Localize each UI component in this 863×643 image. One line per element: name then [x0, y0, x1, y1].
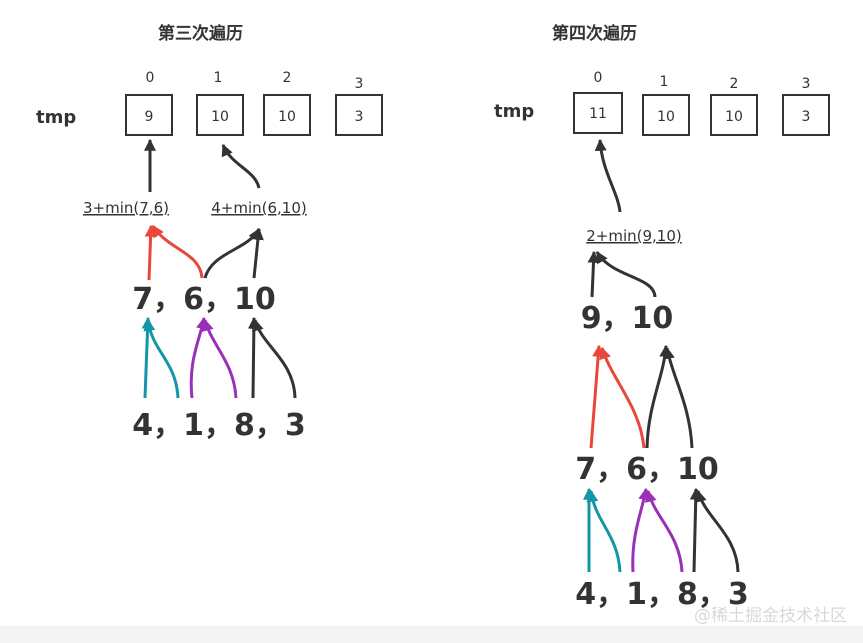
left-title: 第三次遍历 [158, 23, 243, 44]
right-cell-3-value: 3 [802, 109, 811, 125]
right-cell-0-box [573, 92, 623, 134]
left-cell-2-value: 10 [278, 109, 296, 125]
right-arrow-3-to-10 [694, 489, 740, 573]
right-formula-1: 2+min(9,10) [586, 227, 682, 245]
left-cell-1-value: 10 [211, 109, 229, 125]
right-arrow-formula-to-cell0 [594, 138, 622, 213]
right-panel: 第四次遍历 tmp 0 1 2 3 11 10 10 3 2+min(9,10)… [494, 23, 830, 612]
left-index-1: 1 [214, 70, 223, 86]
left-cell-3-value: 3 [355, 109, 364, 125]
right-index-0: 0 [594, 70, 603, 86]
right-tmp-label: tmp [494, 101, 534, 122]
right-cell-1-box [642, 94, 690, 136]
left-row-bottom: 4，1，8，3 [132, 408, 306, 443]
left-row-mid: 7，6，10 [132, 282, 276, 317]
left-arrow-10-to-formula2 [251, 227, 264, 279]
right-arrow-6-to-10 [645, 344, 672, 449]
left-tmp-label: tmp [36, 107, 76, 128]
left-arrow-3-to-10 [252, 318, 297, 399]
left-arrow-formula2-to-cell1 [221, 143, 261, 189]
left-arrow-8-to-10 [247, 316, 260, 399]
right-arrow-8-to-10 [689, 487, 702, 573]
right-index-1: 1 [660, 74, 669, 90]
right-cell-3-box [782, 94, 830, 136]
left-formula-1: 3+min(7,6) [83, 199, 169, 217]
right-index-2: 2 [730, 76, 739, 92]
left-index-2: 2 [283, 70, 292, 86]
left-arrow-6-to-formula2 [203, 227, 261, 279]
right-arrow-9-to-formula [587, 250, 600, 298]
right-row-bottom: 4，1，8，3 [575, 577, 749, 612]
right-cell-2-box [710, 94, 758, 136]
left-arrow-6-to-formula1 [151, 224, 204, 279]
left-cell-0-value: 9 [145, 109, 154, 125]
right-row-top: 9，10 [581, 301, 674, 336]
left-index-3: 3 [355, 76, 364, 92]
left-arrow-8-to-6 [202, 318, 238, 399]
left-cell-1-box [196, 94, 244, 136]
left-cell-2-box [263, 94, 311, 136]
right-arrow-8-to-6 [644, 489, 684, 573]
left-arrow-7-to-formula1 [144, 224, 157, 281]
right-arrow-10-to-formula [595, 250, 657, 298]
right-cell-2-value: 10 [725, 109, 743, 125]
right-arrow-1-to-7 [586, 489, 622, 573]
right-arrow-1-to-6 [631, 487, 651, 573]
left-arrow-1-to-6 [189, 316, 208, 399]
left-index-0: 0 [146, 70, 155, 86]
right-arrow-10-to-10 [662, 346, 694, 449]
bottom-strip [0, 626, 863, 643]
left-formula-2: 4+min(6,10) [211, 199, 307, 217]
left-cell-0-box [125, 94, 173, 136]
watermark: @稀土掘金技术社区 [694, 606, 847, 626]
left-panel: 第三次遍历 tmp 0 1 2 3 9 10 10 3 3+min(7,6) 4… [36, 23, 383, 443]
right-title: 第四次遍历 [552, 23, 637, 44]
left-arrow-4-to-7 [141, 316, 154, 399]
right-cell-0-value: 11 [589, 106, 607, 122]
right-arrow-7-to-9 [589, 344, 605, 449]
left-arrow-1-to-7 [143, 318, 180, 399]
right-index-3: 3 [802, 76, 811, 92]
right-cell-1-value: 10 [657, 109, 675, 125]
left-cell-3-box [335, 94, 383, 136]
right-row-mid: 7，6，10 [575, 452, 719, 487]
right-arrow-6-to-9 [599, 346, 646, 449]
